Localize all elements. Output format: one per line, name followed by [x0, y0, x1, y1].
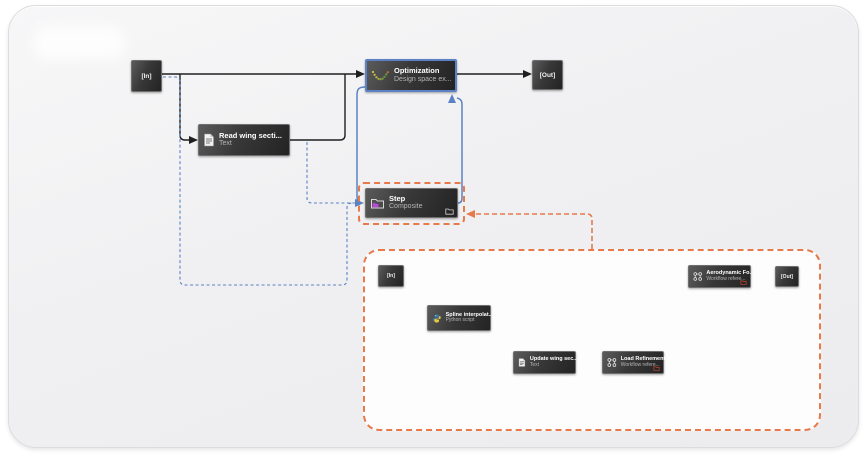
node-subtitle: Composite — [389, 203, 423, 211]
node-subtitle: Design space ex... — [394, 75, 452, 83]
node-subtitle: Text — [529, 361, 540, 368]
workflow-graph-icon — [693, 272, 702, 281]
node-title: Step — [389, 193, 406, 203]
node-title: Spline interpolat... — [445, 311, 494, 318]
node-title: Update wing sec... — [529, 356, 578, 363]
node-subtitle: Python script — [445, 317, 475, 324]
workflow-graph-icon — [607, 358, 617, 367]
edge-optimization-to-out[interactable] — [457, 70, 532, 78]
edge-composite-expansion-link[interactable] — [466, 210, 593, 249]
node-title: Optimization — [394, 66, 440, 76]
edge-in-to-readwing[interactable] — [179, 74, 198, 144]
node-title: Load Refinement — [620, 356, 666, 363]
node-out-port[interactable]: [Out] — [532, 60, 563, 90]
inner-node-aerodynamic-forces[interactable]: Aerodynamic Fo... Workflow refere... — [688, 265, 755, 288]
inner-node-spline-interpolation[interactable]: Spline interpolat... Python script — [427, 305, 494, 331]
edge-in-to-optimization[interactable] — [162, 70, 365, 78]
optimization-curve-icon — [371, 70, 389, 81]
composite-folder-icon — [371, 198, 384, 208]
out-port-label: [Out] — [539, 71, 556, 79]
workflow-reference-icon — [740, 280, 747, 285]
node-read-wing-sections[interactable]: Read wing secti... Text — [198, 124, 290, 156]
edge-data-in-to-step[interactable] — [163, 76, 355, 286]
inner-node-update-wing-sections[interactable]: Update wing sec... Text — [513, 351, 578, 374]
node-subtitle: Workflow refere... — [620, 361, 660, 368]
inner-in-port-label: [In] — [387, 273, 395, 279]
node-subtitle: Workflow refere... — [706, 275, 746, 282]
inner-node-out-port[interactable]: [Out] — [775, 266, 799, 287]
node-in-port[interactable]: [In] — [131, 60, 162, 92]
node-optimization[interactable]: Optimization Design space ex... — [365, 59, 457, 92]
edge-readwing-to-optimization[interactable] — [290, 74, 346, 141]
node-subtitle: Text — [219, 140, 232, 148]
document-icon — [204, 133, 214, 147]
in-port-label: [In] — [141, 72, 152, 80]
step-highlight-outline — [358, 182, 465, 225]
workflow-reference-icon — [653, 366, 660, 371]
node-title: Read wing secti... — [219, 130, 282, 140]
inner-node-in-port[interactable]: [In] — [378, 265, 404, 287]
node-title: Aerodynamic Fo... — [706, 270, 755, 277]
python-icon — [432, 313, 441, 323]
node-step-composite[interactable]: Step Composite — [365, 188, 458, 218]
edge-step-returns-optimization[interactable] — [448, 94, 463, 204]
inner-node-load-refinement[interactable]: Load Refinement Workflow refere... — [602, 351, 666, 374]
composite-expanded-view — [363, 249, 821, 431]
canvas-highlight-patch — [33, 26, 125, 60]
document-icon — [518, 358, 526, 367]
edge-data-readwing-to-step[interactable] — [306, 142, 355, 204]
inner-out-port-label: [Out] — [781, 273, 793, 280]
folder-icon — [445, 208, 454, 215]
